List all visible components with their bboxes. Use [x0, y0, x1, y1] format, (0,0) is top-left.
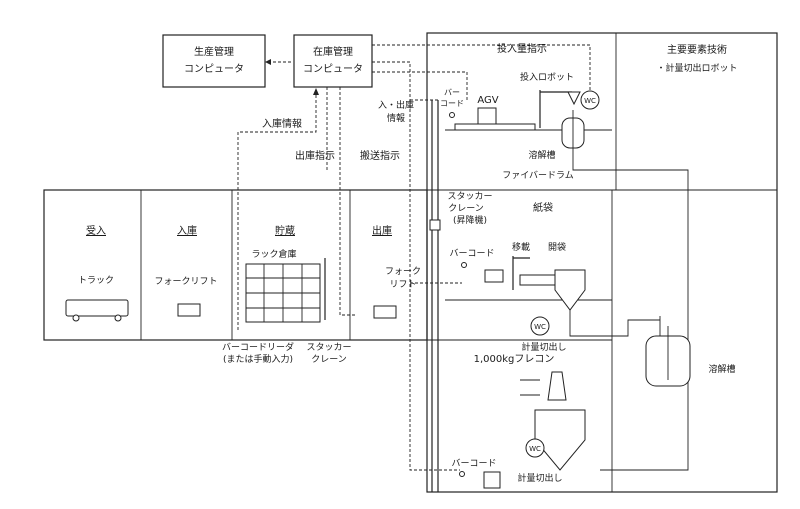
stacker-right-line1: スタッカー: [447, 191, 492, 202]
weigh-cut2-label: 計量切出し: [517, 472, 562, 484]
barcode-mid-reader: [461, 262, 467, 268]
stacker-right-line3: (昇降機): [453, 214, 487, 226]
agv-label: AGV: [477, 95, 498, 106]
stacker-left-line1: スタッカー: [306, 342, 351, 353]
truck-wheel-1: [72, 314, 80, 322]
pipe-tank1: [572, 150, 689, 471]
transfer-label: 移載: [512, 241, 530, 253]
storing-info-arrow: [313, 88, 319, 95]
barcode-signal-line: [372, 61, 460, 471]
barcode-reader-line2: (または手動入力): [223, 353, 293, 365]
truck-wheel-2: [114, 314, 122, 322]
agv-bottom: [483, 471, 501, 489]
feed-instruction-line: [372, 44, 591, 100]
warehouse-strip: [43, 189, 428, 341]
inventory-computer-box: [293, 34, 373, 88]
flex-hopper: [534, 409, 586, 471]
stage-receiving: 受入: [86, 225, 106, 237]
shipping-signal-line: [339, 87, 355, 316]
barcode-reader-line1: バーコードリーダ: [222, 341, 294, 353]
shipping-instruction-label: 出庫指示: [295, 149, 335, 162]
stacker-right-line2: クレーン: [448, 203, 484, 214]
inventory-computer-line1: 在庫管理: [313, 45, 353, 58]
io-info-line2: 情報: [387, 112, 405, 124]
opener-hopper: [554, 269, 586, 311]
flexible-container-label: 1,000kgフレコン: [474, 354, 555, 365]
dissolve-tank2-label: 溶解槽: [708, 363, 735, 375]
open-bag-label: 開袋: [548, 241, 566, 253]
stage-shipping: 出庫: [372, 224, 392, 237]
forklift-store-body: [177, 303, 201, 317]
key-tech-title: 主要要素技術: [667, 43, 727, 56]
io-info-line1: 入・出庫: [378, 99, 414, 111]
fiber-drum-label: ファイバードラム: [502, 170, 574, 181]
barcode-mid-label: バーコード: [449, 248, 494, 259]
storing-info-line: [237, 90, 317, 330]
forklift-ship-body: [373, 305, 397, 319]
paper-bag-label: 紙袋: [533, 201, 553, 214]
dissolve-tank1-label: 溶解槽: [528, 149, 555, 161]
barcode-top-reader: [449, 112, 455, 118]
stage-storing: 入庫: [177, 224, 197, 237]
feed-robot-label: 投入ロボット: [520, 71, 574, 83]
wc2-label: WC: [534, 323, 546, 331]
production-computer-box: [162, 34, 266, 88]
wc3-circle: [525, 438, 545, 458]
computer-link-arrow: [265, 59, 271, 65]
forklift-store-label: フォークリフト: [154, 276, 217, 287]
barcode-bottom-label: バーコード: [451, 458, 496, 469]
production-computer-line2: コンピュータ: [184, 63, 244, 75]
wc1-circle: [580, 90, 600, 110]
pipe-mid: [569, 319, 660, 337]
barcode-bottom-reader: [459, 471, 465, 477]
agv-body: [477, 107, 497, 125]
crane-carriage: [429, 219, 441, 231]
stage-storage: 貯蔵: [275, 224, 295, 237]
key-tech-item: ・計量切出ロボット: [656, 62, 737, 74]
bag-stack: [484, 269, 504, 283]
stacker-left-line2: クレーン: [311, 354, 347, 365]
inventory-computer-line2: コンピュータ: [303, 63, 363, 75]
conveyor-top: [454, 123, 536, 131]
feed-instruction-label: 投入量指示: [497, 42, 547, 55]
weigh-cut1-label: 計量切出し: [521, 341, 566, 353]
truck-label: トラック: [78, 275, 114, 286]
io-info-line: [372, 71, 468, 100]
storing-info-label: 入庫情報: [262, 117, 302, 130]
barcode-top-line1: バー: [444, 88, 460, 97]
forklift-ship-line2: リフト: [389, 280, 416, 290]
production-computer-line1: 生産管理: [194, 45, 234, 58]
transport-instruction-label: 搬送指示: [360, 149, 400, 162]
rack-warehouse-label: ラック倉庫: [251, 248, 296, 260]
barcode-top-line2: コード: [440, 99, 464, 108]
wc2-circle: [530, 316, 550, 336]
wc3-label: WC: [529, 445, 541, 453]
wc1-label: WC: [584, 97, 596, 105]
forklift-ship-line1: フォーク: [385, 266, 421, 277]
flex-bag-top: [547, 371, 567, 401]
robot-hopper: [567, 91, 581, 106]
truck-body: [65, 299, 129, 317]
